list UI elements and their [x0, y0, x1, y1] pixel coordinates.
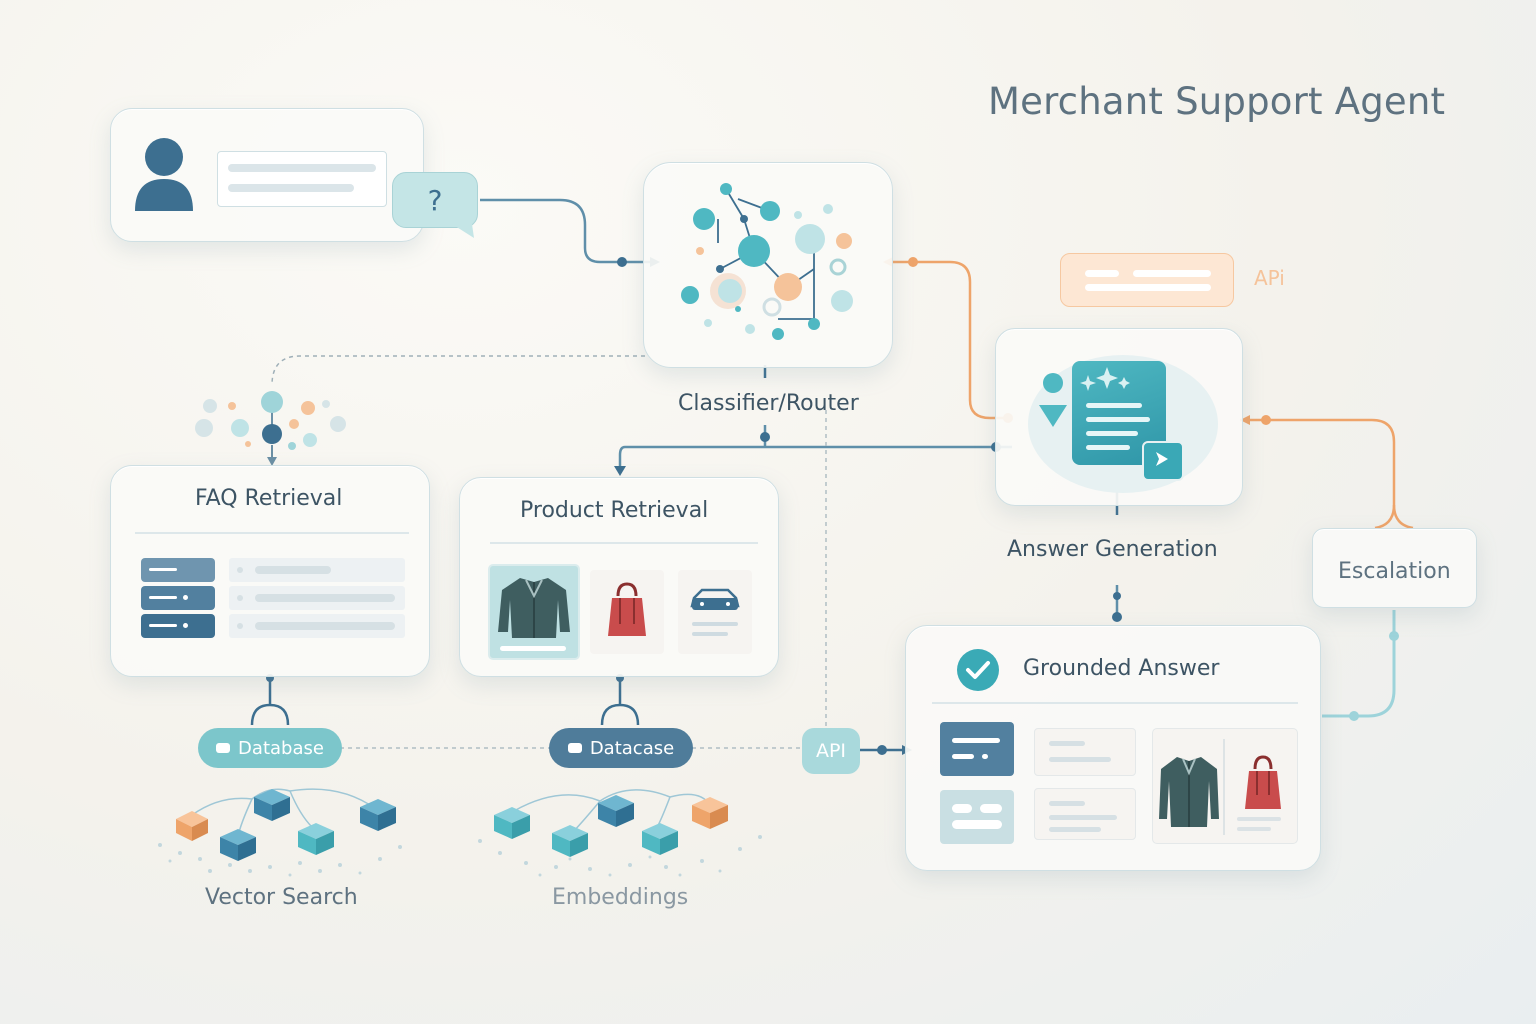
product-shoe-tile — [678, 570, 752, 654]
database-right-icon — [567, 743, 582, 753]
faq-retrieval-label: FAQ Retrieval — [195, 486, 343, 511]
product-retrieval-card[interactable]: Product Retrieval — [459, 477, 779, 677]
connector-dashed-faq — [271, 355, 645, 386]
embeddings-label: Embeddings — [552, 885, 689, 910]
api-mid-pill[interactable]: API — [802, 728, 860, 774]
faq-list — [229, 558, 405, 638]
connector-escalation — [1240, 418, 1396, 530]
connector-classifier-branch — [618, 425, 1012, 468]
escalation-label: Escalation — [1338, 559, 1451, 584]
user-icon — [135, 138, 193, 211]
agent-shapes-icon — [1039, 373, 1067, 427]
answer-generation-label: Answer Generation — [1007, 537, 1218, 562]
vector-search-cubes — [158, 788, 402, 877]
network-icon — [681, 183, 853, 340]
grounded-answer-card[interactable]: Grounded Answer — [905, 625, 1321, 871]
embeddings-cubes — [478, 789, 762, 877]
api-top-label: APi — [1254, 266, 1285, 290]
answer-generation-card[interactable] — [995, 328, 1243, 506]
connector-user-to-classifier — [480, 198, 650, 264]
grounded-doc-icon-2 — [940, 790, 1014, 844]
grounded-text-card-2 — [1034, 788, 1136, 840]
user-query-card[interactable] — [110, 108, 424, 242]
database-left-pill[interactable]: Database — [198, 728, 342, 768]
database-right-pill[interactable]: Datacase — [549, 728, 693, 768]
grounded-jacket-icon — [1159, 757, 1219, 827]
question-bubble: ? — [392, 172, 478, 228]
shoe-icon — [690, 588, 740, 636]
grounded-text-card-1 — [1034, 728, 1136, 776]
grounded-answer-label: Grounded Answer — [1023, 656, 1220, 681]
connector-classifier-answer — [885, 260, 1012, 420]
check-circle-icon — [957, 649, 999, 691]
question-mark: ? — [427, 183, 443, 217]
faq-retrieval-card[interactable]: FAQ Retrieval — [110, 465, 430, 677]
faq-server-icon — [141, 558, 215, 638]
grounded-doc-icon-1 — [940, 722, 1014, 776]
product-jacket-tile — [488, 564, 580, 660]
bubble-tail — [452, 224, 474, 238]
database-left-icon — [216, 743, 231, 753]
api-top-card — [1060, 253, 1234, 307]
jacket-icon — [498, 578, 570, 638]
faq-cluster-icon — [195, 391, 346, 450]
classifier-router-card[interactable] — [643, 162, 893, 368]
product-retrieval-label: Product Retrieval — [520, 498, 709, 523]
grounded-products-tile — [1152, 728, 1298, 844]
escalation-card[interactable]: Escalation — [1312, 528, 1477, 608]
grounded-bag-icon — [1245, 755, 1281, 809]
send-button-icon — [1142, 441, 1184, 481]
query-text-box — [217, 151, 387, 207]
product-bag-tile — [590, 570, 664, 654]
page-title: Merchant Support Agent — [988, 80, 1446, 123]
classifier-router-label: Classifier/Router — [678, 391, 859, 416]
bag-icon — [608, 582, 646, 636]
vector-search-label: Vector Search — [205, 885, 358, 910]
